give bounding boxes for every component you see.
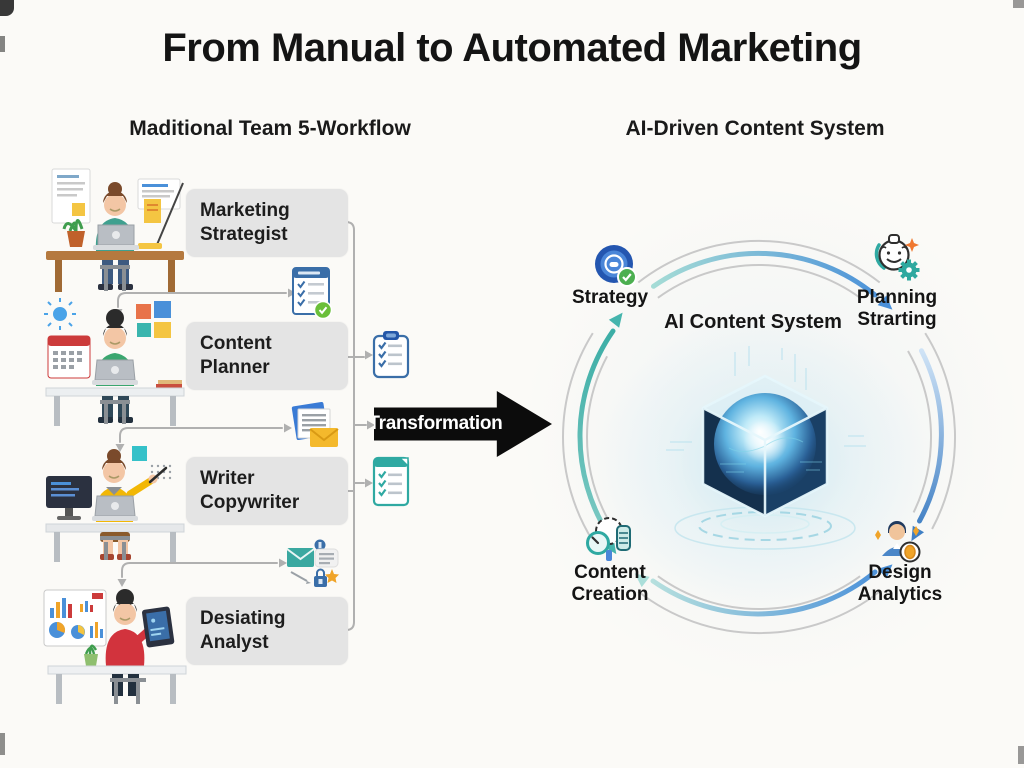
role-box-writer-copywriter: Writer Copywriter (186, 457, 348, 525)
illustration-writer-copywriter (45, 446, 185, 562)
transformation-label: Transformation (368, 413, 503, 434)
role-label: Writer Copywriter (200, 467, 300, 513)
ai-core-cube (666, 346, 866, 550)
ai-cycle-orbit (562, 240, 956, 634)
edge-artifact (0, 733, 5, 755)
node-label-design-analytics: Design Analytics (857, 562, 943, 605)
role-box-marketing-strategist: Marketing Strategist (186, 189, 348, 257)
role-box-content-planner: Content Planner (186, 322, 348, 390)
node-label-content-creation: Content Creation (571, 562, 649, 605)
illustration-content-planner (44, 298, 185, 426)
corner-artifact (0, 0, 14, 16)
ai-content-system-label: AI Content System (664, 311, 842, 333)
node-label-planning: Planning Strarting (856, 287, 938, 330)
edge-artifact (0, 36, 5, 52)
illustration-data-analyst (43, 589, 187, 704)
workflow-connector-lines (113, 221, 375, 631)
bulb-gear-icon (874, 234, 920, 281)
role-box-desiating-analyst: Desiating Analyst (186, 597, 348, 665)
role-label: Content Planner (200, 332, 272, 378)
target-check-icon (595, 245, 637, 287)
documents-envelope-icon (291, 401, 339, 447)
teal-clipboard-checklist-icon (372, 456, 410, 507)
right-column-heading: AI-Driven Content System (625, 117, 885, 140)
page-title: From Manual to Automated Marketing (162, 26, 862, 70)
node-label-strategy: Strategy (571, 287, 649, 308)
person-badge-icon (875, 521, 921, 563)
calendar-checklist-icon (292, 267, 333, 320)
left-column-heading: Maditional Team 5-Workflow (129, 117, 411, 140)
role-label: Desiating Analyst (200, 607, 286, 653)
mail-chat-star-icon (286, 539, 339, 587)
blue-clipboard-checklist-icon (372, 331, 410, 379)
role-label: Marketing Strategist (200, 199, 290, 245)
gauge-tools-icon (586, 517, 631, 561)
corner-artifact (1013, 0, 1024, 8)
illustration-marketing-strategist (46, 168, 184, 292)
corner-artifact (1018, 746, 1024, 764)
